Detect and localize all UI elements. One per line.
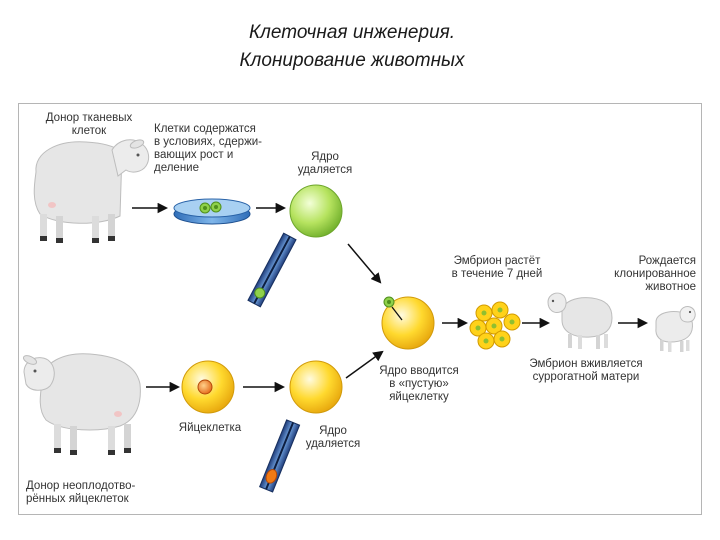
- embryo-cluster-icon: [469, 301, 521, 350]
- reconstructed-egg-icon: [381, 296, 435, 350]
- label-clone-born: Рождается клонированное животное: [614, 255, 696, 293]
- enucleated-egg-icon: [289, 360, 343, 414]
- cloned-lamb-icon: [655, 306, 696, 352]
- title-line-1: Клеточная инженерия.: [248, 22, 456, 43]
- bottom-pipette-icon: [258, 419, 301, 493]
- petri-dish-icon: [173, 198, 251, 225]
- label-nucleus-removed-1: Ядро удаляется: [297, 151, 353, 176]
- label-cells-cultured: Клетки содержатся в условиях, сдержи- ва…: [154, 123, 263, 174]
- label-egg-donor: Донор неоплодотво- рённых яйцеклеток: [26, 480, 136, 505]
- egg-donor-sheep-icon: [22, 353, 141, 455]
- egg-cell-icon: [181, 360, 235, 414]
- surrogate-sheep-icon: [547, 292, 613, 349]
- arrow-enucleated-to-egg: [345, 350, 384, 379]
- label-egg-cell: Яйцеклетка: [178, 422, 242, 434]
- title-line-2: Клонирование животных: [239, 50, 465, 71]
- tissue-donor-sheep-icon: [33, 139, 150, 243]
- donor-cell-icon: [289, 184, 343, 238]
- label-embryo-grows: Эмбрион растёт в течение 7 дней: [451, 255, 543, 280]
- top-pipette-icon: [247, 232, 297, 308]
- label-tissue-donor: Донор тканевых клеток: [45, 112, 133, 137]
- arrow-cell-to-egg: [347, 243, 382, 284]
- label-nucleus-removed-2: Ядро удаляется: [305, 425, 361, 450]
- label-embryo-implanted: Эмбрион вживляется суррогатной матери: [529, 358, 643, 383]
- label-nucleus-inserted: Ядро вводится в «пустую» яйцеклетку: [379, 365, 459, 403]
